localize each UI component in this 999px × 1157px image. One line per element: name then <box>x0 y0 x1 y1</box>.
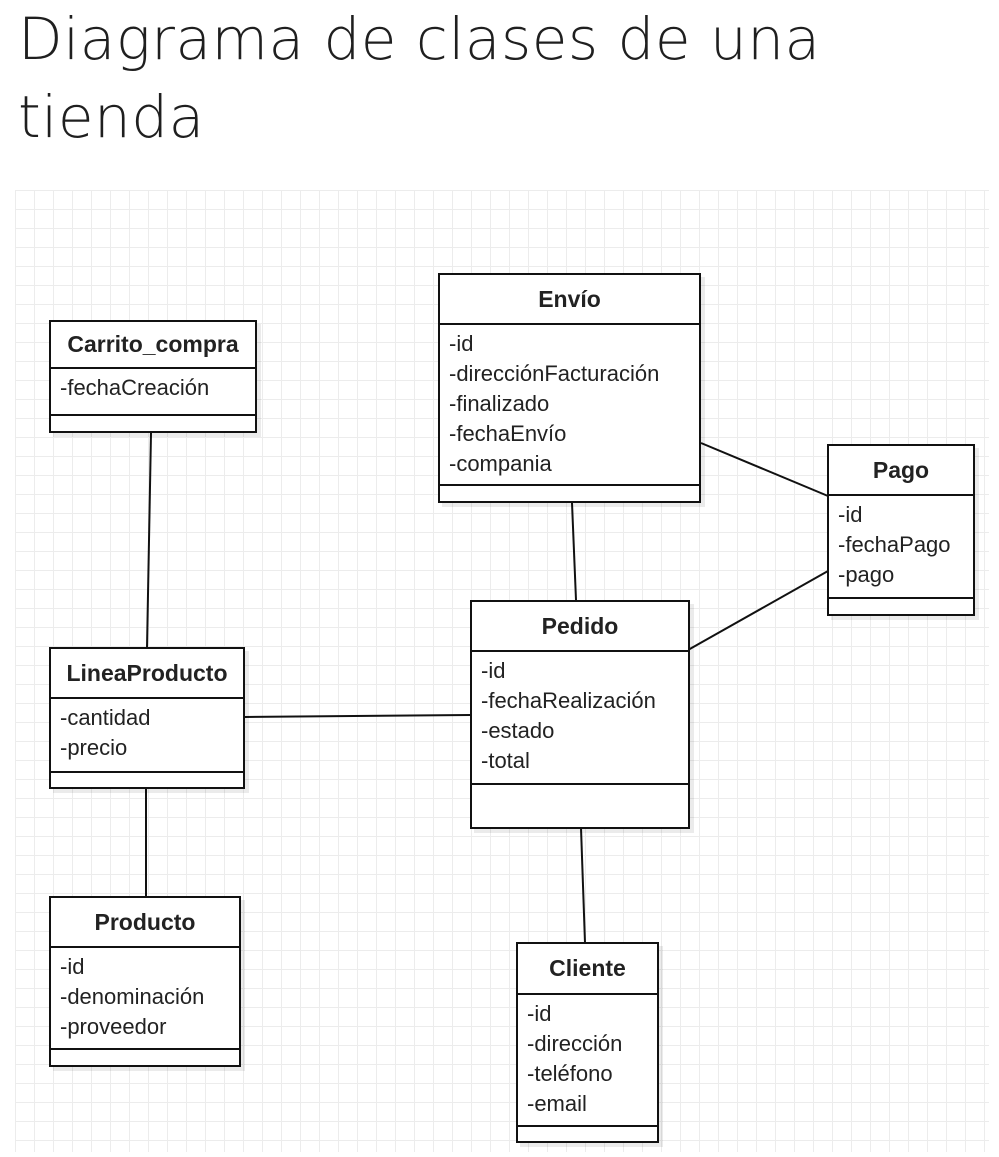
attribute: -fechaEnvío <box>449 421 567 446</box>
class-attributes: -id -dirección -teléfono -email <box>518 995 657 1127</box>
attribute: -id <box>60 954 85 979</box>
attribute: -fechaRealización <box>481 688 656 713</box>
class-attributes: -id -fechaPago -pago <box>829 496 973 599</box>
attribute: -id <box>481 658 506 683</box>
attribute: -email <box>527 1091 587 1116</box>
attribute: -dirección <box>527 1031 623 1056</box>
class-linea-producto[interactable]: LineaProducto -cantidad -precio <box>49 647 245 789</box>
attribute: -fechaPago <box>838 532 951 557</box>
attribute: -compania <box>449 451 552 476</box>
attribute: -precio <box>60 735 128 760</box>
attribute: -cantidad <box>60 705 151 730</box>
class-attributes: -id -fechaRealización -estado -total <box>472 652 688 785</box>
association-linea-pedido <box>244 714 471 718</box>
class-cliente[interactable]: Cliente -id -dirección -teléfono -email <box>516 942 659 1143</box>
class-name: Carrito_compra <box>51 322 255 369</box>
association-lines <box>145 432 829 944</box>
attribute: -id <box>449 331 474 356</box>
class-name: Pedido <box>472 602 688 652</box>
association-pedido-pago <box>687 570 829 651</box>
attribute: -total <box>481 748 530 773</box>
attribute: -pago <box>838 562 895 587</box>
class-attributes: -id -denominación -proveedor <box>51 948 239 1050</box>
class-attributes: -cantidad -precio <box>51 699 243 773</box>
class-name: Envío <box>440 275 699 325</box>
class-name: Cliente <box>518 944 657 995</box>
class-producto[interactable]: Producto -id -denominación -proveedor <box>49 896 241 1067</box>
attribute: -fechaCreación <box>60 375 210 400</box>
class-name: Pago <box>829 446 973 496</box>
class-name: Producto <box>51 898 239 948</box>
attribute: -finalizado <box>449 391 550 416</box>
attribute: -proveedor <box>60 1014 167 1039</box>
attribute: -denominación <box>60 984 205 1009</box>
class-attributes: -fechaCreación <box>51 369 255 416</box>
association-envio-pago <box>700 442 829 497</box>
class-pedido[interactable]: Pedido -id -fechaRealización -estado -to… <box>470 600 690 829</box>
attribute: -id <box>838 502 863 527</box>
class-attributes: -id -direcciónFacturación -finalizado -f… <box>440 325 699 486</box>
class-name: LineaProducto <box>51 649 243 699</box>
association-carrito-linea <box>146 432 152 649</box>
attribute: -direcciónFacturación <box>449 361 660 386</box>
attribute: -estado <box>481 718 555 743</box>
diagram-canvas: Carrito_compra -fechaCreación Envío -id … <box>15 190 989 1152</box>
page-title: Diagrama de clases de una tienda <box>18 5 821 151</box>
class-carrito-compra[interactable]: Carrito_compra -fechaCreación <box>49 320 257 433</box>
attribute: -id <box>527 1001 552 1026</box>
association-envio-pedido <box>571 502 577 601</box>
class-envio[interactable]: Envío -id -direcciónFacturación -finaliz… <box>438 273 701 503</box>
association-pedido-cliente <box>580 827 586 944</box>
attribute: -teléfono <box>527 1061 613 1086</box>
class-pago[interactable]: Pago -id -fechaPago -pago <box>827 444 975 616</box>
